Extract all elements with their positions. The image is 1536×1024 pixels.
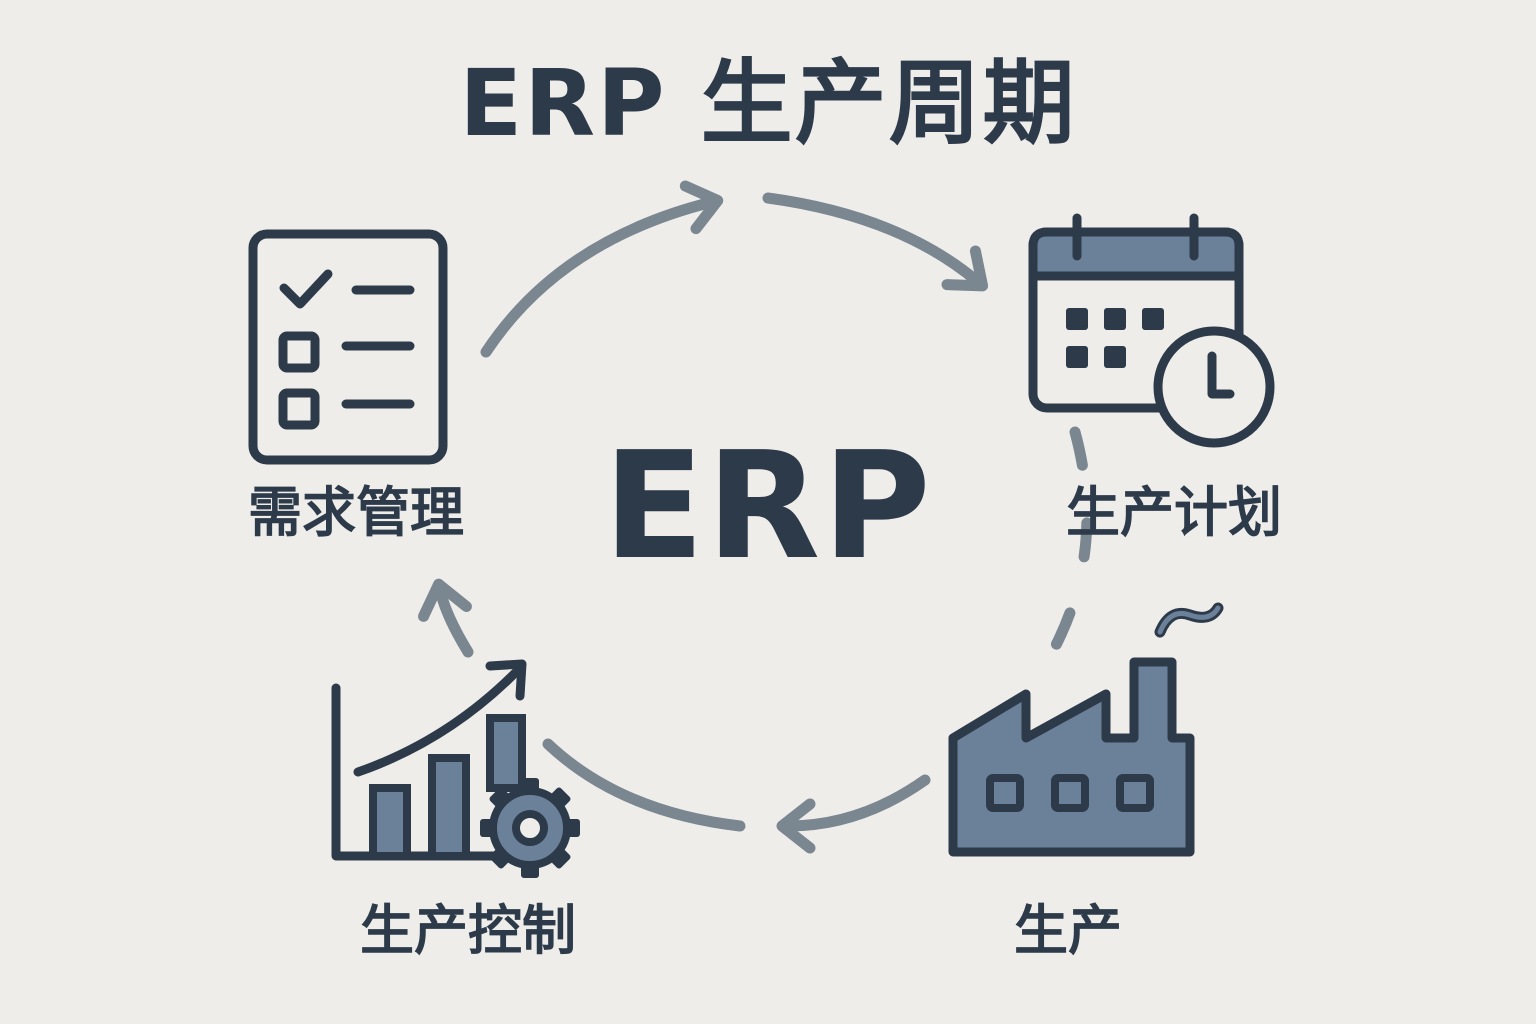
step-label-production: 生产 (1014, 899, 1122, 962)
arrow-demand-to-top (480, 180, 724, 358)
arrow-bottom-to-control (542, 738, 746, 832)
page-title: ERP 生产周期 (459, 50, 1077, 157)
arrow-production-to-bottom (776, 774, 931, 854)
center-label: ERP (603, 420, 933, 592)
chart-gear-icon (331, 659, 580, 878)
step-label-production-planning: 生产计划 (1066, 481, 1282, 544)
calendar-clock-icon (1028, 213, 1275, 448)
arrow-top-to-plan (762, 192, 989, 292)
arrow-plan-to-production (1036, 426, 1093, 676)
checklist-icon (248, 229, 448, 465)
cycle-arrows (418, 180, 1093, 854)
arrow-control-to-demand (418, 578, 474, 658)
step-label-demand-management: 需求管理 (248, 481, 464, 544)
factory-icon (948, 602, 1224, 857)
step-label-production-control: 生产控制 (360, 899, 576, 962)
